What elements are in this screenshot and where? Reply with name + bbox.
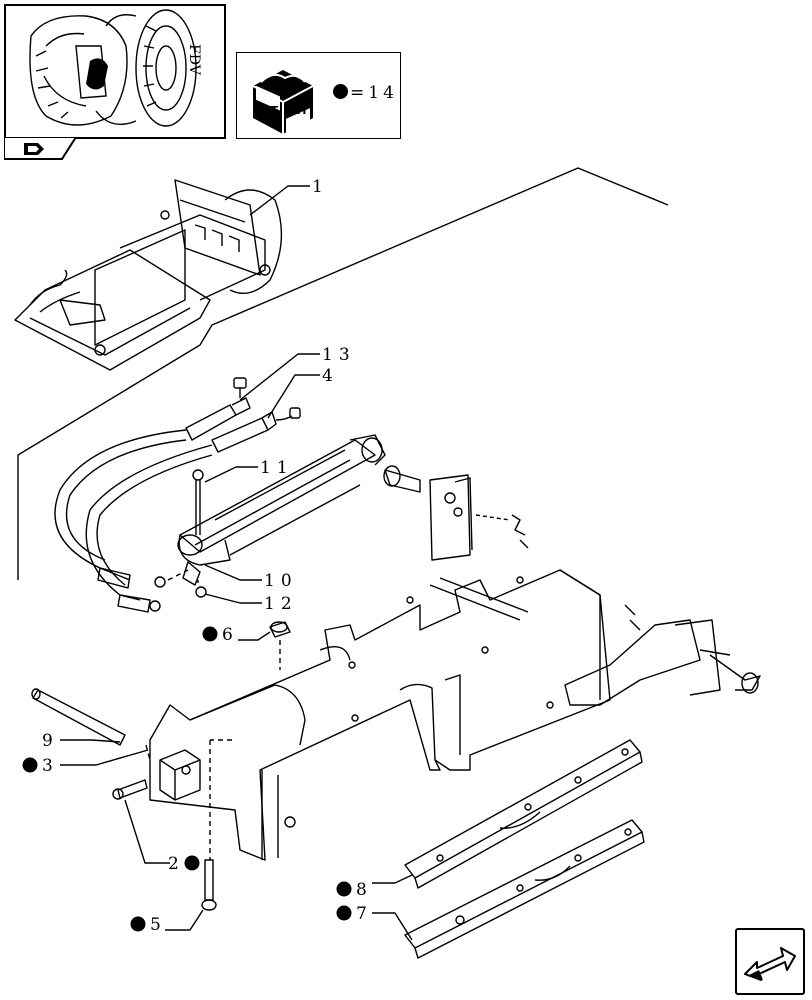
bullet-dot-icon xyxy=(333,84,348,99)
thumbnail-tag: FDV xyxy=(186,44,202,76)
callout-5: 5 xyxy=(150,915,161,935)
callout-13: 13 xyxy=(322,345,356,365)
callout-10: 10 xyxy=(264,571,298,591)
callout-2: 2 xyxy=(168,854,179,874)
hitch-arm-right xyxy=(564,604,761,706)
main-frame xyxy=(149,569,611,861)
callout-4: 4 xyxy=(322,366,333,386)
wear-plate-upper xyxy=(404,739,643,889)
kit-equals: = xyxy=(350,83,369,103)
bullet-dot-icon xyxy=(130,916,146,932)
wear-plate-lower xyxy=(404,819,645,959)
bullet-dot-icon xyxy=(184,855,200,871)
small-bolt xyxy=(112,779,148,800)
connector-block xyxy=(159,749,201,801)
callout-11: 11 xyxy=(260,458,294,478)
callout-7: 7 xyxy=(356,904,367,924)
thumbnail-tab xyxy=(4,137,76,160)
nut-top xyxy=(269,621,291,638)
pin-rod xyxy=(31,688,126,746)
kit-box-icon: KIT KIT xyxy=(252,70,314,134)
detail-reference-line xyxy=(17,167,669,580)
mounting-bracket-left xyxy=(383,465,529,561)
bullet-dot-icon xyxy=(22,757,38,773)
bullet-dot-icon xyxy=(336,881,352,897)
kit-text-left: KIT xyxy=(258,104,279,117)
callout-3: 3 xyxy=(42,756,53,776)
leader-lines xyxy=(60,185,413,941)
hydraulic-cylinder xyxy=(177,434,386,598)
kit-legend: KIT KIT =14 xyxy=(236,52,401,139)
callout-6: 6 xyxy=(222,625,233,645)
next-page-arrow-icon xyxy=(744,947,796,981)
next-page-button[interactable] xyxy=(735,928,805,995)
callout-9: 9 xyxy=(42,731,53,751)
assembled-frame-view xyxy=(14,179,283,371)
assembly-guides xyxy=(145,569,281,860)
callout-1: 1 xyxy=(312,177,323,197)
thumbnail-frame: FDV xyxy=(4,4,226,139)
hydraulic-hoses xyxy=(54,377,301,613)
long-bolt xyxy=(201,859,217,911)
bullet-dot-icon xyxy=(336,905,352,921)
callout-12: 12 xyxy=(264,594,298,614)
kit-text-right: KIT xyxy=(288,104,309,117)
bullet-dot-icon xyxy=(202,626,218,642)
tractor-wheel-thumbnail: FDV xyxy=(29,9,202,127)
kit-value: 14 xyxy=(368,83,398,103)
kit-legend-label: =14 xyxy=(333,83,398,103)
callout-8: 8 xyxy=(356,880,367,900)
book-icon xyxy=(24,143,44,155)
